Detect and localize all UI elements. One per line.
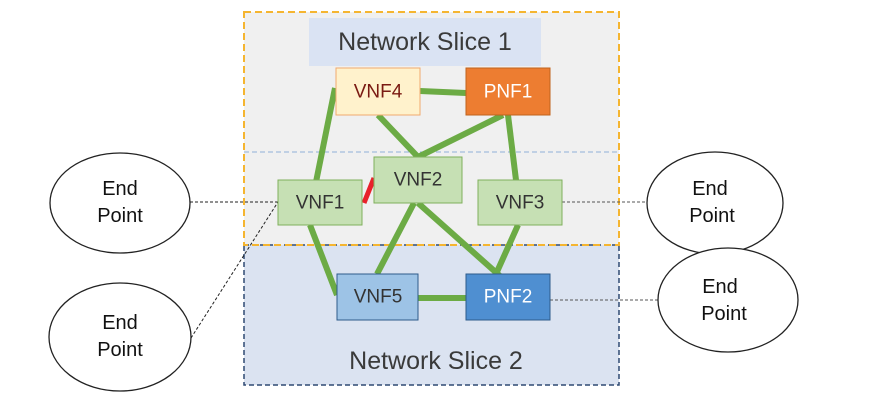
link-vnf3-pnf2 [493,223,521,276]
endpoint-link-left-bottom [190,201,279,339]
slice1-title: Network Slice 1 [338,28,512,56]
node-pnf2-box [465,273,551,321]
node-vnf5-box [336,273,419,321]
endpoint-left-bottom-shape [48,282,192,392]
node-pnf1[interactable]: PNF1 [465,67,551,116]
node-vnf3-box [477,179,563,226]
endpoint-right-bottom[interactable]: End Point [657,247,799,353]
endpoint-left-top-line2: Point [97,205,143,227]
link-pnf1-vnf3 [505,114,519,181]
node-vnf1[interactable]: VNF1 [277,179,363,226]
endpoint-right-bottom-line1: End [702,276,738,298]
endpoint-left-bottom-line1: End [102,312,138,334]
endpoint-right-bottom-shape [657,247,799,353]
link-pnf1-vnf2 [416,112,505,160]
node-pnf2-label: PNF2 [484,287,533,308]
link-vnf4-vnf2 [375,112,421,160]
node-pnf1-box [465,67,551,116]
endpoint-right-top-line1: End [692,178,728,200]
node-vnf1-label: VNF1 [296,193,345,214]
node-vnf3-label: VNF3 [496,193,545,214]
endpoint-left-bottom-line2: Point [97,339,143,361]
node-pnf2[interactable]: PNF2 [465,273,551,321]
slice1-title-box [309,18,541,66]
node-vnf4[interactable]: VNF4 [335,67,421,116]
slice2-title: Network Slice 2 [349,347,523,375]
endpoint-right-top[interactable]: End Point [646,151,784,255]
link-vnf4-pnf1 [419,88,467,96]
link-vnf2-vnf5 [374,201,417,276]
endpoint-left-top-shape [49,152,191,254]
node-vnf1-box [277,179,363,226]
node-vnf4-box [335,67,421,116]
endpoint-right-bottom-line2: Point [701,303,747,325]
slice2-background [244,245,619,385]
endpoint-right-top-shape [646,151,784,255]
endpoint-left-bottom[interactable]: End Point [48,282,192,392]
node-vnf5[interactable]: VNF5 [336,273,419,321]
node-vnf5-label: VNF5 [354,287,403,308]
node-vnf3[interactable]: VNF3 [477,179,563,226]
link-vnf2-pnf2 [416,200,502,279]
slice1-border [243,11,620,246]
broken-link-vnf1-vnf2 [361,177,377,204]
link-vnf4-vnf1 [313,87,338,183]
node-vnf2[interactable]: VNF2 [373,156,463,204]
node-pnf1-label: PNF1 [484,82,533,103]
link-vnf1-vnf5 [307,223,340,297]
node-vnf2-box [373,156,463,204]
endpoint-right-top-line2: Point [689,205,735,227]
endpoint-left-top-line1: End [102,178,138,200]
endpoint-left-top[interactable]: End Point [49,152,191,254]
node-vnf4-label: VNF4 [354,82,403,103]
node-vnf2-label: VNF2 [394,170,443,191]
